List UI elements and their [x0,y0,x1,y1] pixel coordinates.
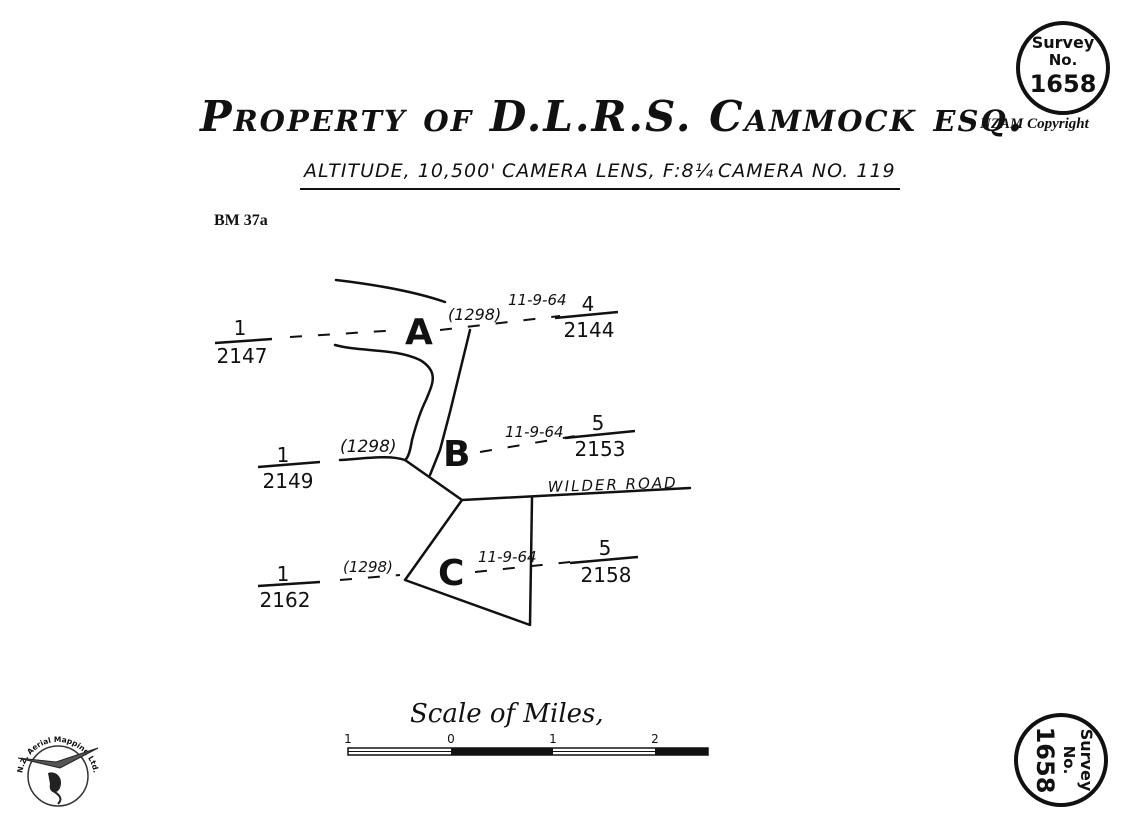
point-a-left-denominator: 2147 [217,344,268,368]
wilder-road-line [338,456,692,502]
copyright-text: NZAM Copyright [980,116,1089,132]
point-c-date: 11-9-64 [478,548,537,566]
point-c-right-numerator: 5 [599,536,612,560]
point-b-right-numerator: 5 [592,411,605,435]
survey-stamp-bottom: Survey No. 1658 [1014,713,1108,807]
scale-tick-1-left: 1 [344,732,352,746]
fraction-bar-c-right [569,555,639,565]
point-c-left-numerator: 1 [277,562,290,586]
point-a-ref: (1298) [448,305,501,324]
benchmark-label: BM 37a [214,212,268,229]
point-b-ref: (1298) [340,437,397,457]
camera-lens-label: Camera Lens, F:8¼ [498,160,719,190]
point-b-left-numerator: 1 [277,443,290,467]
fraction-bar-c-left [257,580,321,588]
point-b-label: B [443,434,470,475]
scale-bar [347,747,709,756]
fraction-bar-b-left [257,460,321,469]
leader-a-left [289,329,401,338]
stamp-bottom-line1: Survey [1077,729,1096,792]
scale-title: Scale of Miles, [410,699,604,729]
point-a-left-numerator: 1 [234,316,247,340]
point-c-right-denominator: 2158 [581,563,632,587]
fraction-bar-b-right [564,429,636,440]
fraction-bar-a-right [554,310,619,320]
boundary-line-left [333,343,434,462]
survey-stamp-top: Survey No. 1658 [1016,21,1110,115]
leader-a-right [439,315,561,331]
parcel-c-boundary [403,496,534,627]
point-a-label: A [405,312,433,353]
point-b-date: 11-9-64 [505,423,564,441]
scale-tick-2: 2 [651,732,659,746]
stamp-top-number: 1658 [1030,70,1097,98]
stamp-top-line2: No. [1049,51,1078,69]
point-c-ref: (1298) [343,558,393,576]
boundary-line-top [334,278,447,304]
camera-number-label: Camera No. 119 [714,160,900,190]
point-b-left-denominator: 2149 [263,469,314,493]
altitude-label: Altitude, 10,500' [300,160,501,190]
point-b-right-denominator: 2153 [575,437,626,461]
stamp-top-line1: Survey [1032,33,1095,52]
leader-c-left [339,574,401,581]
scale-tick-1: 1 [549,732,557,746]
point-c-label: C [438,553,464,594]
stamp-bottom-number: 1658 [1031,727,1059,794]
stamp-bottom-line2: No. [1060,746,1078,775]
road-label: Wilder Road [548,473,678,496]
point-c-left-denominator: 2162 [260,588,311,612]
point-a-right-numerator: 4 [582,292,595,316]
point-a-right-denominator: 2144 [564,318,615,342]
fraction-bar-a-left [214,337,273,345]
boundary-line-diagonal [428,328,472,477]
point-a-date: 11-9-64 [508,291,567,309]
scale-tick-0: 0 [447,732,455,746]
nz-aerial-mapping-logo: N.Z. Aerial Mapping Ltd. [15,735,101,807]
map-title: Property of D.L.R.S. Cammock esq. [200,92,1025,141]
